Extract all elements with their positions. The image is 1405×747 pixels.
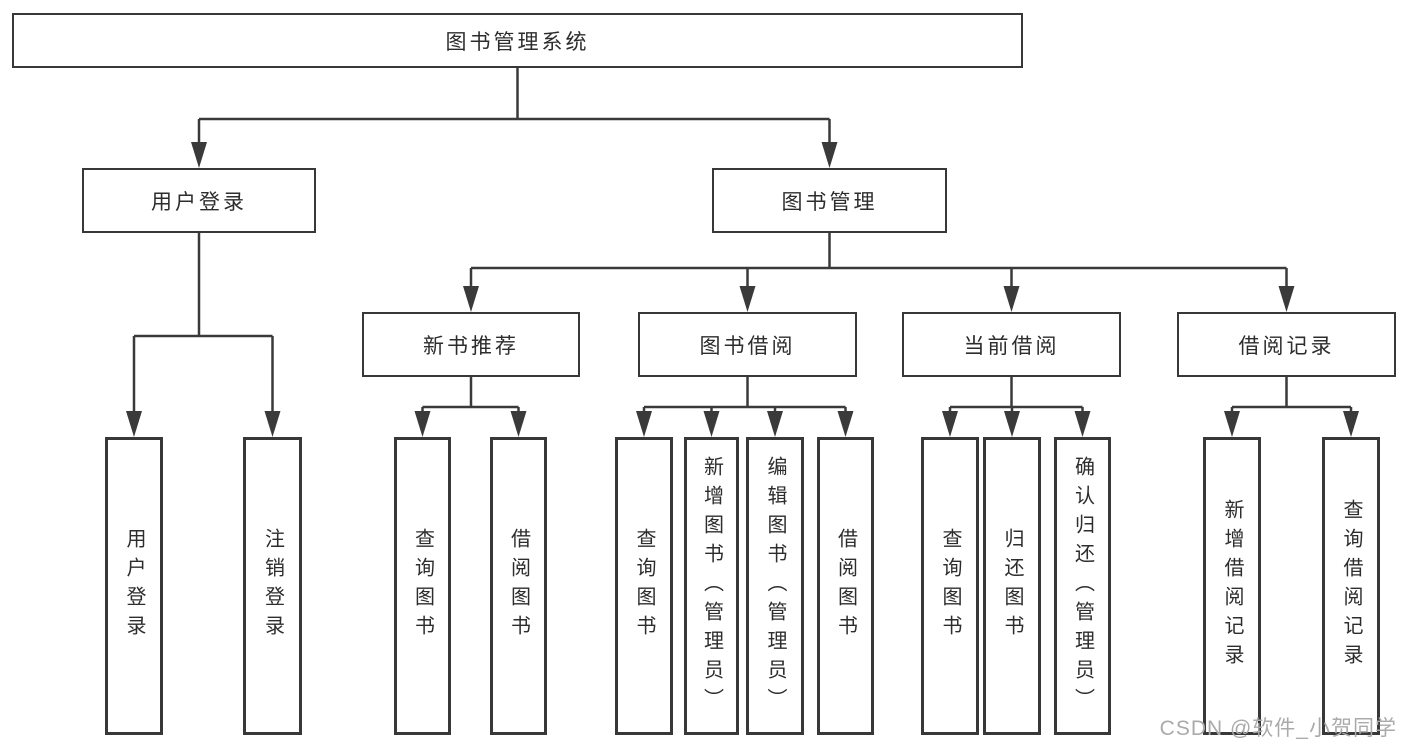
node-label: 当前借阅 [963,334,1060,358]
node-label: 借阅图书 [507,528,530,644]
node-label: 借阅记录 [1238,334,1335,358]
node-leaf-logout: 注销登录 [243,437,302,735]
node-leaf-add-book: 新增图书（管理员） [684,437,739,735]
arrowhead-icon [942,411,958,437]
node-leaf-query-3: 查询图书 [921,437,979,735]
node-label: 查询借阅记录 [1340,499,1362,673]
arrowhead-icon [821,142,838,168]
node-user-login: 用户登录 [82,168,316,233]
arrowhead-icon [767,411,783,437]
node-book-mgmt: 图书管理 [712,168,947,233]
node-leaf-return: 归还图书 [983,437,1041,735]
node-label: 确认归还（管理员） [1071,455,1094,717]
arrowhead-icon [463,286,479,312]
node-label: 用户登录 [151,190,247,214]
node-book-borrow: 图书借阅 [638,312,857,377]
arrowhead-icon [191,142,207,168]
node-leaf-add-record: 新增借阅记录 [1203,437,1261,735]
arrowhead-icon [739,286,756,312]
node-label: 新增借阅记录 [1221,499,1243,673]
node-leaf-qry-record: 查询借阅记录 [1322,437,1380,735]
arrowhead-icon [703,411,720,437]
node-leaf-query-1: 查询图书 [394,437,451,735]
node-leaf-borrow-1: 借阅图书 [490,437,547,735]
node-label: 查询图书 [939,528,961,644]
node-label: 编辑图书（管理员） [764,455,786,717]
node-label: 图书管理系统 [445,30,590,54]
arrowhead-icon [837,411,854,437]
arrowhead-icon [414,411,431,437]
watermark: CSDN @软件_小贺同学 [1159,717,1397,740]
node-label: 查询图书 [633,528,655,644]
node-label: 新书推荐 [423,334,519,358]
node-label: 借阅图书 [834,528,857,644]
node-leaf-confirm: 确认归还（管理员） [1054,437,1111,735]
node-label: 查询图书 [411,528,434,644]
arrowhead-icon [636,411,652,437]
arrowhead-icon [1343,411,1359,437]
node-label: 归还图书 [1001,528,1023,644]
arrowhead-icon [1224,411,1240,437]
node-label: 新增图书（管理员） [700,455,723,717]
node-label: 图书管理 [781,190,878,214]
node-label: 注销登录 [261,528,284,644]
arrowhead-icon [1003,286,1020,312]
node-root: 图书管理系统 [12,13,1023,68]
node-current-borrow: 当前借阅 [902,312,1121,377]
node-leaf-user-login: 用户登录 [105,437,163,735]
arrowhead-icon [1074,411,1091,437]
node-new-book-rec: 新书推荐 [362,312,580,377]
arrowhead-icon [126,411,142,437]
arrowhead-icon [1278,286,1295,312]
arrowhead-icon [510,411,527,437]
node-label: 图书借阅 [699,334,796,358]
node-leaf-edit-book: 编辑图书（管理员） [746,437,804,735]
node-borrow-records: 借阅记录 [1177,312,1396,377]
node-leaf-borrow-2: 借阅图书 [817,437,874,735]
arrowhead-icon [1004,411,1020,437]
node-leaf-query-2: 查询图书 [615,437,673,735]
arrowhead-icon [264,411,281,437]
node-label: 用户登录 [123,528,145,644]
